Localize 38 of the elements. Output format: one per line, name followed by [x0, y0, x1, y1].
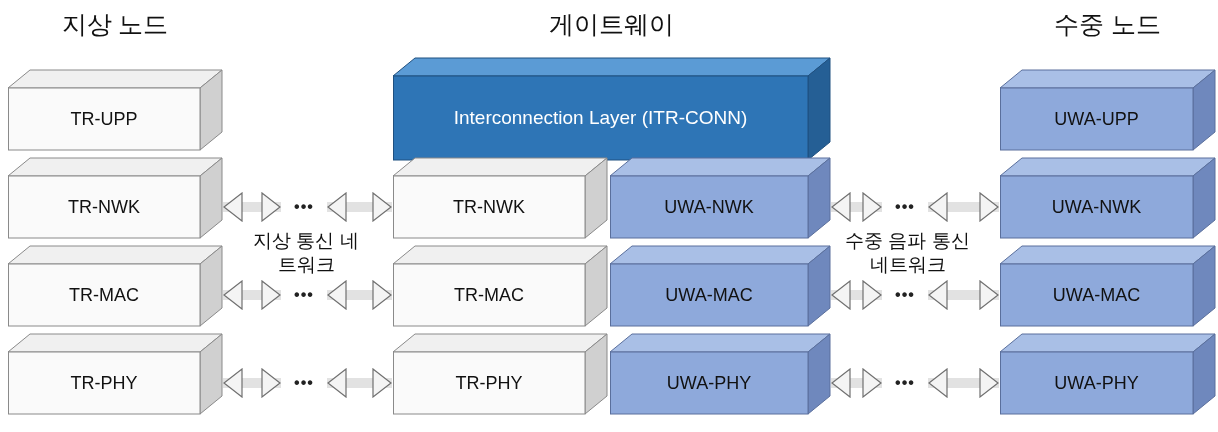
layer-label: UWA-MAC: [665, 284, 753, 306]
double-arrow: [327, 280, 392, 310]
column-heading: 지상 노드: [60, 9, 170, 40]
ellipsis-mark: •••: [895, 374, 915, 392]
ellipsis-mark: •••: [294, 286, 314, 304]
network-label: 지상 통신 네트워크: [252, 229, 360, 277]
layer-label: UWA-PHY: [1054, 372, 1139, 394]
double-arrow: [928, 368, 999, 398]
layer-label: TR-MAC: [454, 284, 524, 306]
layer-label: UWA-UPP: [1054, 108, 1139, 130]
layer-label: TR-MAC: [69, 284, 139, 306]
ellipsis-mark: •••: [895, 198, 915, 216]
layer-label: UWA-MAC: [1052, 284, 1141, 306]
double-arrow: [928, 192, 999, 222]
double-arrow: [223, 280, 281, 310]
ellipsis-mark: •••: [294, 374, 314, 392]
double-arrow: [928, 280, 999, 310]
layer-label: TR-NWK: [68, 196, 140, 218]
layer-label: UWA-NWK: [664, 196, 754, 218]
layer-label: TR-NWK: [453, 196, 525, 218]
layer-label: UWA-PHY: [666, 372, 752, 394]
column-heading: 수중 노드: [1053, 9, 1162, 40]
layer-label: TR-UPP: [70, 108, 138, 130]
column-heading: 게이트웨이: [548, 9, 675, 40]
layer-label: TR-PHY: [455, 372, 523, 394]
ellipsis-mark: •••: [895, 286, 915, 304]
ellipsis-mark: •••: [294, 198, 314, 216]
layer-label: UWA-NWK: [1051, 196, 1142, 218]
double-arrow: [223, 368, 281, 398]
network-label: 수중 음파 통신 네트워크: [844, 229, 971, 277]
double-arrow: [223, 192, 281, 222]
double-arrow: [831, 192, 882, 222]
double-arrow: [831, 280, 882, 310]
layer-label: Interconnection Layer (ITR-CONN): [453, 107, 748, 129]
double-arrow: [831, 368, 882, 398]
double-arrow: [327, 192, 392, 222]
double-arrow: [327, 368, 392, 398]
layer-label: TR-PHY: [70, 372, 138, 394]
